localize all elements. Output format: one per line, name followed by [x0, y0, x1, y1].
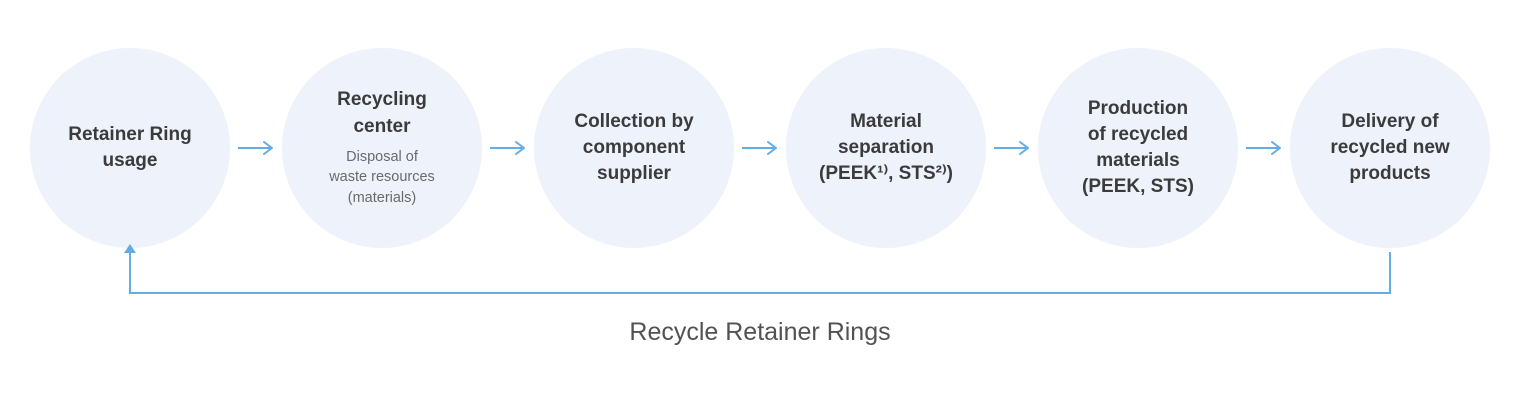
step-title: Retainer Ring usage	[68, 123, 192, 171]
flow-connector	[482, 140, 534, 156]
step-title: Delivery of recycled new products	[1330, 110, 1450, 185]
recycle-loop-arrowhead-icon	[124, 244, 136, 253]
step-subtitle: Disposal of waste resources (materials)	[329, 148, 435, 206]
flow-connector	[230, 140, 282, 156]
flow-connector	[1238, 140, 1290, 156]
flow-step-recycling-center: Recycling center Disposal of waste resou…	[282, 48, 482, 248]
flow-arrow-icon	[490, 141, 525, 155]
flow-arrow-icon	[238, 141, 273, 155]
recycle-loop-label: Recycle Retainer Rings	[629, 318, 891, 346]
step-title: Material separation (PEEK¹⁾, STS²⁾)	[819, 110, 953, 185]
flow-connector	[734, 140, 786, 156]
step-title: Production of recycled materials (PEEK, …	[1082, 97, 1194, 198]
flow-arrow-icon	[1246, 141, 1281, 155]
flow-step-collection-by-supplier: Collection by component supplier	[534, 48, 734, 248]
step-title: Recycling center	[337, 89, 427, 137]
flow-arrow-icon	[742, 141, 777, 155]
flow-step-material-separation: Material separation (PEEK¹⁾, STS²⁾)	[786, 48, 986, 248]
recycle-loop-line	[129, 252, 1391, 294]
flow-step-retainer-ring-usage: Retainer Ring usage	[30, 48, 230, 248]
flow-step-delivery-new-products: Delivery of recycled new products	[1290, 48, 1490, 248]
step-title: Collection by component supplier	[574, 110, 694, 185]
flow-connector	[986, 140, 1038, 156]
flow-arrow-icon	[994, 141, 1029, 155]
flow-step-production-recycled-materials: Production of recycled materials (PEEK, …	[1038, 48, 1238, 248]
flow-row: Retainer Ring usage Recycling center Dis…	[30, 48, 1490, 248]
